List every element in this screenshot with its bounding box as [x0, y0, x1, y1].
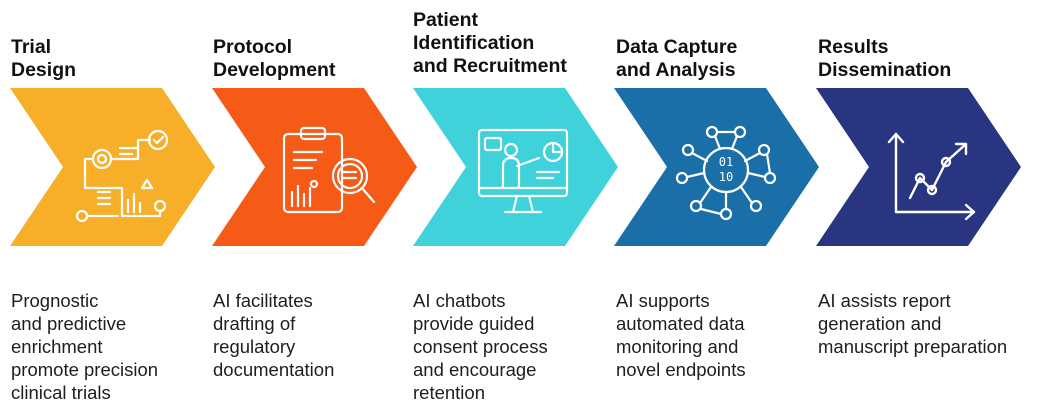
step-4-desc-line: AI supports [616, 290, 710, 311]
step-5-desc-line: AI assists report [818, 290, 951, 311]
step-5-chevron [815, 88, 1022, 246]
step-2-desc-line: AI facilitates [213, 290, 313, 311]
clipboard-magnifier-icon [212, 88, 417, 246]
step-1-title: Trial Design [11, 36, 76, 82]
step-3-desc-line: and encourage [413, 359, 537, 380]
step-1-desc-line: enrichment [11, 336, 103, 357]
step-2-desc-line: drafting of [213, 313, 296, 334]
step-3-title-line: and Recruitment [413, 55, 567, 77]
step-5-title: Results Dissemination [818, 36, 951, 82]
step-1-desc-line: clinical trials [11, 382, 111, 403]
step-3-desc-line: consent process [413, 336, 548, 357]
step-4-desc-line: novel endpoints [616, 359, 746, 380]
step-4-desc-line: monitoring and [616, 336, 739, 357]
step-1-description: Prognostic and predictive enrichment pro… [11, 289, 158, 404]
step-4-description: AI supports automated data monitoring an… [616, 289, 746, 381]
svg-text:10: 10 [719, 170, 733, 184]
step-3-desc-line: AI chatbots [413, 290, 506, 311]
step-5-description: AI assists report generation and manuscr… [818, 289, 1007, 358]
step-4-chevron: 01 10 [614, 88, 819, 246]
step-1-chevron [10, 88, 215, 246]
step-4-title-line: and Analysis [616, 59, 736, 81]
step-2-desc-line: regulatory [213, 336, 296, 357]
step-2-chevron [212, 88, 417, 246]
step-1-desc-line: and predictive [11, 313, 127, 334]
monitor-presenter-icon [413, 88, 618, 246]
step-3-desc-line: provide guided [413, 313, 535, 334]
step-5-title-line: Results [818, 36, 889, 58]
step-3-title-line: Patient [413, 9, 479, 31]
step-4-desc-line: automated data [616, 313, 745, 334]
step-2-title-line: Development [213, 59, 336, 81]
step-3-title-line: Identification [413, 32, 535, 54]
design-flow-icon [10, 88, 215, 246]
step-1-title-line: Trial [11, 36, 52, 58]
step-5-desc-line: generation and [818, 313, 942, 334]
step-1-desc-line: Prognostic [11, 290, 99, 311]
svg-text:01: 01 [719, 155, 733, 169]
growth-chart-icon [816, 88, 1021, 246]
step-3-desc-line: retention [413, 382, 485, 403]
step-2-desc-line: documentation [213, 359, 335, 380]
step-2-title-line: Protocol [213, 36, 293, 58]
step-4-title-line: Data Capture [616, 36, 738, 58]
step-2-title: Protocol Development [213, 36, 335, 82]
step-3-chevron [413, 88, 618, 246]
binary-network-icon: 01 10 [614, 88, 819, 246]
step-5-desc-line: manuscript preparation [818, 336, 1008, 357]
step-4-title: Data Capture and Analysis [616, 36, 737, 82]
step-2-description: AI facilitates drafting of regulatory do… [213, 289, 334, 381]
step-3-description: AI chatbots provide guided consent proce… [413, 289, 548, 404]
step-1-desc-line: promote precision [11, 359, 159, 380]
step-3-title: Patient Identification and Recruitment [413, 9, 567, 78]
step-1-title-line: Design [11, 59, 77, 81]
step-5-title-line: Dissemination [818, 59, 952, 81]
